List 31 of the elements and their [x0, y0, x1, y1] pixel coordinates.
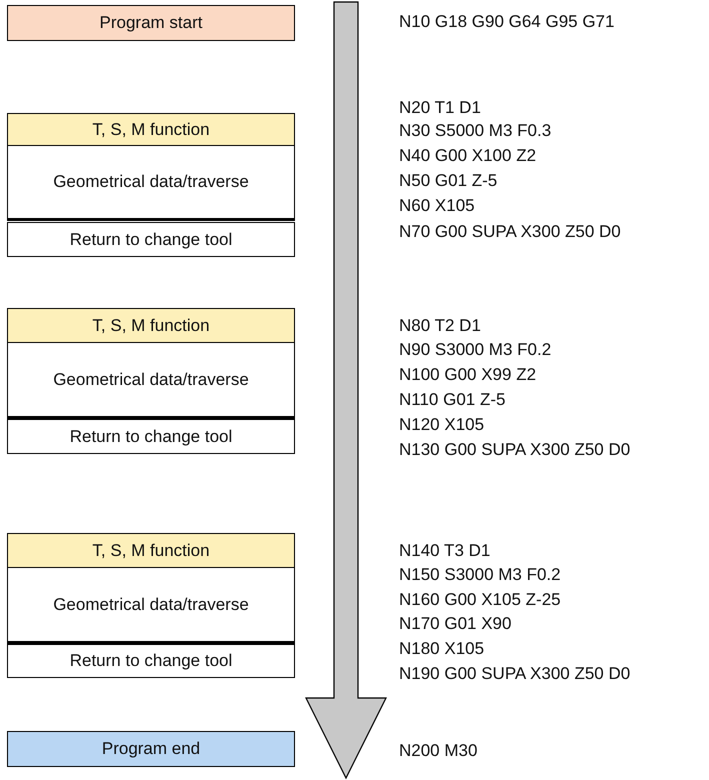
- code-line: N90 S3000 M3 F0.2: [399, 340, 552, 360]
- code-line: N100 G00 X99 Z2: [399, 365, 536, 385]
- process-box: Geometrical data/traverse: [7, 342, 295, 419]
- function-box: T, S, M function: [7, 113, 295, 146]
- code-line: N80 T2 D1: [399, 316, 481, 336]
- code-line: N180 X105: [399, 639, 484, 659]
- code-line: N160 G00 X105 Z-25: [399, 590, 561, 610]
- process-box: Geometrical data/traverse: [7, 145, 295, 221]
- code-line: N40 G00 X100 Z2: [399, 146, 536, 166]
- code-line: N130 G00 SUPA X300 Z50 D0: [399, 440, 630, 460]
- program-end-box: Program end: [7, 731, 295, 767]
- code-line: N10 G18 G90 G64 G95 G71: [399, 12, 614, 32]
- code-line: N140 T3 D1: [399, 541, 490, 561]
- code-line: N50 G01 Z-5: [399, 171, 498, 191]
- function-box: T, S, M function: [7, 533, 295, 568]
- code-line: N60 X105: [399, 196, 475, 216]
- process-box: Return to change tool: [7, 644, 295, 678]
- code-line: N150 S3000 M3 F0.2: [399, 565, 561, 585]
- code-line: N70 G00 SUPA X300 Z50 D0: [399, 222, 621, 242]
- code-line: N110 G01 Z-5: [399, 390, 506, 410]
- code-line: N190 G00 SUPA X300 Z50 D0: [399, 664, 630, 684]
- process-box: Geometrical data/traverse: [7, 567, 295, 644]
- code-line: N120 X105: [399, 415, 484, 435]
- function-box: T, S, M function: [7, 308, 295, 343]
- code-line: N170 G01 X90: [399, 614, 512, 634]
- process-box: Return to change tool: [7, 419, 295, 454]
- code-line: N20 T1 D1: [399, 98, 481, 118]
- code-line: N200 M30: [399, 741, 478, 761]
- program-start-box: Program start: [7, 5, 295, 41]
- process-box: Return to change tool: [7, 222, 295, 257]
- code-line: N30 S5000 M3 F0.3: [399, 121, 552, 141]
